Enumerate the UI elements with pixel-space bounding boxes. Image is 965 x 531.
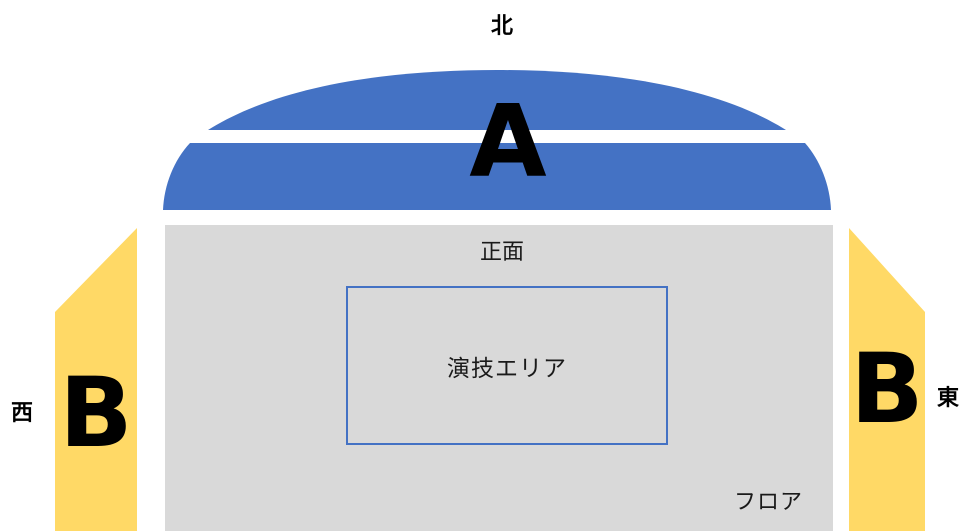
section-a-label: A (469, 83, 546, 200)
section-b-east[interactable] (849, 228, 925, 531)
section-b-east-label: B (850, 333, 923, 445)
performance-area-label: 演技エリア (447, 355, 567, 382)
direction-east-label: 東 (937, 386, 960, 411)
front-label: 正面 (479, 240, 524, 265)
section-b-west[interactable] (55, 228, 137, 531)
section-a-upper[interactable] (208, 70, 786, 130)
section-a-lower[interactable] (163, 143, 831, 210)
floor-label: フロア (734, 490, 804, 515)
performance-area[interactable]: 演技エリア (346, 286, 668, 445)
direction-north-label: 北 (491, 14, 514, 39)
floor-area[interactable] (165, 225, 833, 531)
section-b-west-label: B (59, 357, 132, 469)
direction-west-label: 西 (11, 401, 34, 426)
